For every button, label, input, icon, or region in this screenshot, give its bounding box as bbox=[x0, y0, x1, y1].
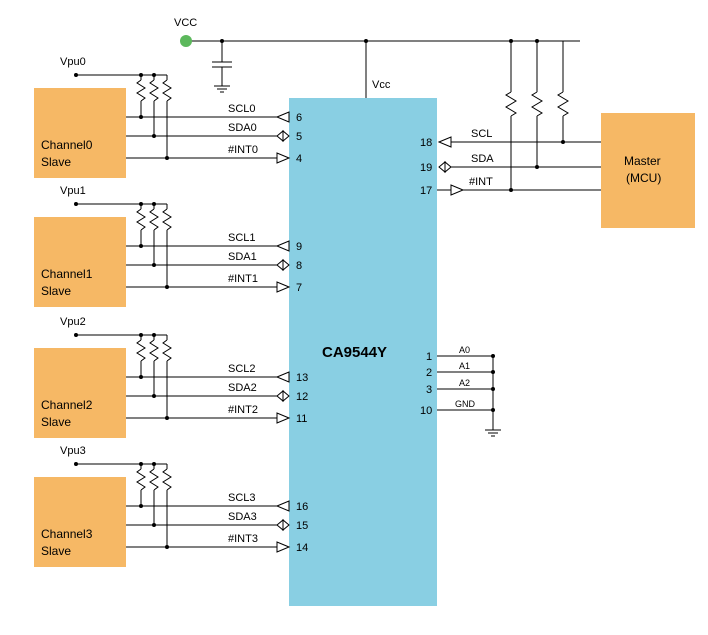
channel-3-scl-pin: 16 bbox=[296, 501, 308, 513]
master-section: Master (MCU) SCL 18 SDA 19 #INT 17 bbox=[420, 39, 695, 228]
vcc-node bbox=[180, 35, 192, 47]
channel-0-scl-pin: 6 bbox=[296, 112, 302, 124]
channel-0-role: Slave bbox=[41, 155, 71, 169]
channel-1-block bbox=[34, 217, 126, 307]
channel-2-sda-pin: 12 bbox=[296, 391, 308, 403]
channel-3-block bbox=[34, 477, 126, 567]
channel-1-vpu: Vpu1 bbox=[60, 185, 86, 197]
channel-3-role: Slave bbox=[41, 544, 71, 558]
channel-1-role: Slave bbox=[41, 284, 71, 298]
channel-0-scl: SCL0 bbox=[228, 103, 256, 115]
master-sda-label: SDA bbox=[471, 153, 494, 165]
master-block bbox=[601, 113, 695, 228]
channel-1-int: #INT1 bbox=[228, 273, 258, 285]
channel-1-name: Channel1 bbox=[41, 267, 93, 281]
channel-2-sda: SDA2 bbox=[228, 382, 257, 394]
channel-2-name: Channel2 bbox=[41, 398, 93, 412]
vcc-label: VCC bbox=[174, 17, 197, 29]
channel-0-block bbox=[34, 88, 126, 178]
channel-1-sda: SDA1 bbox=[228, 251, 257, 263]
master-label-line2: (MCU) bbox=[626, 171, 661, 185]
chip-body bbox=[289, 98, 437, 606]
addr-gnd-label: GND bbox=[455, 399, 476, 409]
channel-0-sda-pin: 5 bbox=[296, 131, 302, 143]
master-scl-pin: 18 bbox=[420, 137, 432, 149]
channel-3-int: #INT3 bbox=[228, 533, 258, 545]
channel-3: Vpu3 Channel3 Slave SCL3 16 SDA3 15 #INT… bbox=[34, 445, 308, 567]
addr-a1-label: A1 bbox=[459, 361, 470, 371]
addr-a0-label: A0 bbox=[459, 345, 470, 355]
channel-0: Vpu0 Channel0 Slave SCL0 6 SDA0 5 #INT0 … bbox=[34, 56, 302, 178]
channel-0-vpu: Vpu0 bbox=[60, 56, 86, 68]
channel-1-scl: SCL1 bbox=[228, 232, 256, 244]
channel-2-block bbox=[34, 348, 126, 438]
channel-1: Vpu1 Channel1 Slave SCL1 9 SDA1 8 #INT1 … bbox=[34, 185, 302, 307]
channel-0-name: Channel0 bbox=[41, 138, 93, 152]
channel-0-int-pin: 4 bbox=[296, 153, 302, 165]
channel-2-role: Slave bbox=[41, 415, 71, 429]
channel-3-int-pin: 14 bbox=[296, 542, 308, 554]
chip-vcc-label: Vcc bbox=[372, 79, 391, 91]
channel-2-vpu: Vpu2 bbox=[60, 316, 86, 328]
channel-3-sda: SDA3 bbox=[228, 511, 257, 523]
channel-2-scl-pin: 13 bbox=[296, 372, 308, 384]
channel-0-sda: SDA0 bbox=[228, 122, 257, 134]
master-sda-pin: 19 bbox=[420, 162, 432, 174]
addr-a0-pin: 1 bbox=[426, 351, 432, 363]
address-section: A0 A1 A2 GND 1 2 3 10 bbox=[420, 345, 501, 437]
channel-3-name: Channel3 bbox=[41, 527, 93, 541]
addr-a2-pin: 3 bbox=[426, 384, 432, 396]
channel-2-int-pin: 11 bbox=[296, 413, 307, 425]
master-scl-label: SCL bbox=[471, 128, 492, 140]
channel-2-scl: SCL2 bbox=[228, 363, 256, 375]
channel-1-scl-pin: 9 bbox=[296, 241, 302, 253]
master-int-label: #INT bbox=[469, 176, 493, 188]
channel-2-int: #INT2 bbox=[228, 404, 258, 416]
chip-name: CA9544Y bbox=[322, 344, 387, 361]
channel-3-scl: SCL3 bbox=[228, 492, 256, 504]
addr-a2-label: A2 bbox=[459, 378, 470, 388]
master-label-line1: Master bbox=[624, 154, 661, 168]
channel-1-sda-pin: 8 bbox=[296, 260, 302, 272]
channel-3-vpu: Vpu3 bbox=[60, 445, 86, 457]
master-int-pin: 17 bbox=[420, 185, 432, 197]
channel-3-sda-pin: 15 bbox=[296, 520, 308, 532]
channel-0-int: #INT0 bbox=[228, 144, 258, 156]
addr-a1-pin: 2 bbox=[426, 367, 432, 379]
channel-1-int-pin: 7 bbox=[296, 282, 302, 294]
channel-2: Vpu2 Channel2 Slave SCL2 13 SDA2 12 #INT… bbox=[34, 316, 308, 438]
addr-gnd-pin: 10 bbox=[420, 405, 432, 417]
